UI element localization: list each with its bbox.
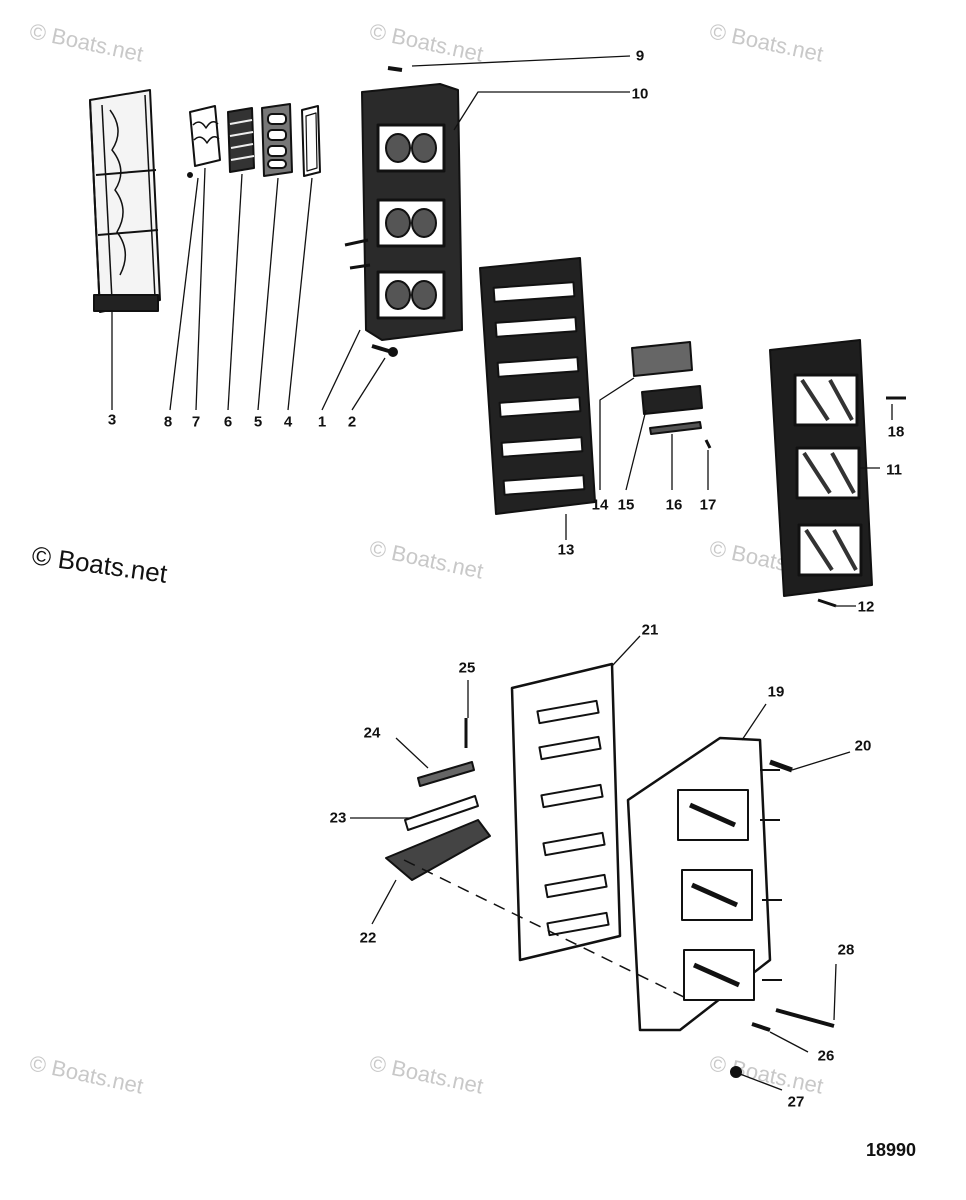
part-1-manifold — [344, 83, 463, 341]
part-6-reeds — [227, 107, 255, 173]
figure-number: 18990 — [866, 1140, 917, 1160]
part-23-reeds — [404, 795, 479, 831]
part-24-stop — [417, 761, 475, 787]
callout-3: 3 — [107, 411, 117, 429]
part-16-stop — [649, 421, 702, 435]
callout-1: 1 — [317, 413, 327, 431]
part-11-manifold — [769, 339, 873, 597]
callout-18: 18 — [887, 423, 905, 441]
part-28-stud — [775, 1008, 835, 1028]
callout-8: 8 — [163, 413, 173, 431]
part-15-reeds — [641, 385, 703, 415]
part-9-screw — [387, 66, 403, 72]
callout-13: 13 — [557, 541, 575, 559]
part-20-bolt — [769, 759, 793, 773]
part-7-reed-stop — [187, 105, 221, 178]
callout-4: 4 — [283, 413, 293, 431]
callout-10: 10 — [631, 85, 649, 103]
callout-24: 24 — [363, 724, 381, 742]
callout-14: 14 — [591, 496, 609, 514]
callout-2: 2 — [347, 413, 357, 431]
part-3-cover — [89, 89, 161, 313]
callout-23: 23 — [329, 809, 347, 827]
callout-9: 9 — [635, 47, 645, 65]
callout-19: 19 — [767, 683, 785, 701]
callout-17: 17 — [699, 496, 717, 514]
callout-12: 12 — [857, 598, 875, 616]
callout-28: 28 — [837, 941, 855, 959]
part-14-reed-block — [631, 341, 693, 377]
callout-7: 7 — [191, 413, 201, 431]
callout-26: 26 — [817, 1047, 835, 1065]
callout-5: 5 — [253, 413, 263, 431]
part-19-manifold — [626, 736, 782, 1032]
callout-21: 21 — [641, 621, 659, 639]
callout-6: 6 — [223, 413, 233, 431]
part-4-gasket — [301, 105, 321, 177]
part-26-pin — [751, 1022, 771, 1032]
part-5-reed-block — [261, 103, 293, 177]
part-12-screw — [817, 598, 837, 608]
callout-20: 20 — [854, 737, 872, 755]
part-22-reed-block — [385, 819, 491, 881]
callout-16: 16 — [665, 496, 683, 514]
callout-27: 27 — [787, 1093, 805, 1111]
callout-11: 11 — [886, 461, 902, 479]
part-2-screw-head — [388, 347, 398, 357]
part-21-gasket — [510, 662, 622, 962]
callout-22: 22 — [359, 929, 377, 947]
callout-15: 15 — [617, 496, 635, 514]
callout-25: 25 — [458, 659, 476, 677]
part-17-screw — [704, 439, 712, 449]
part-13-gasket — [479, 257, 596, 515]
part-27-pin — [730, 1066, 742, 1078]
